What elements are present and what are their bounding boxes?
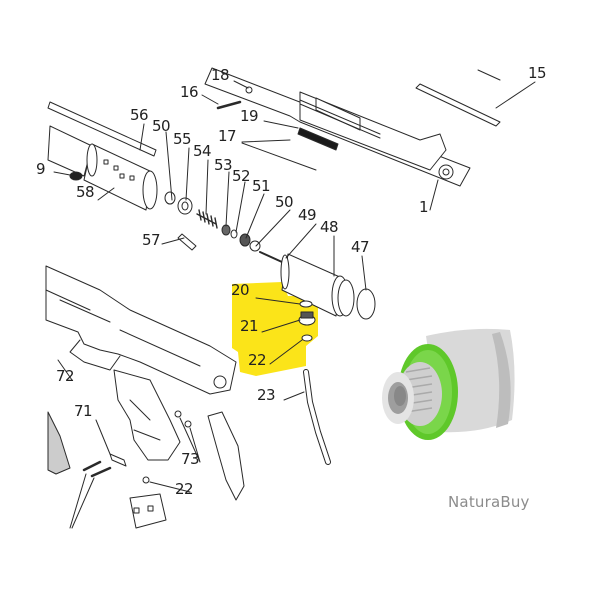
- callout-label-21: 21: [240, 317, 259, 335]
- rail-15: [415, 83, 501, 127]
- callout-label-55: 55: [173, 130, 192, 148]
- callout-label-17: 17: [218, 127, 237, 145]
- callout-label-56: 56: [130, 106, 149, 124]
- product-photo: [382, 328, 515, 440]
- callout-label-23: 23: [257, 386, 276, 404]
- highlight-region: [232, 282, 318, 376]
- callout-label-58: 58: [76, 183, 95, 201]
- callout-label-54: 54: [193, 142, 212, 160]
- callout-label-22: 22: [175, 480, 194, 498]
- callout-label-52: 52: [232, 167, 251, 185]
- callout-label-49: 49: [298, 206, 317, 224]
- callout-label-51: 51: [252, 177, 271, 195]
- callout-label-73: 73: [181, 450, 200, 468]
- callout-label-22: 22: [248, 351, 267, 369]
- callout-label-50: 50: [275, 193, 294, 211]
- callout-label-50: 50: [152, 117, 171, 135]
- callout-label-53: 53: [214, 156, 233, 174]
- callout-label-47: 47: [351, 238, 370, 256]
- callout-label-18: 18: [211, 66, 230, 84]
- callout-label-19: 19: [240, 107, 259, 125]
- cylinder-58: [47, 125, 93, 177]
- spring-54: [196, 209, 218, 229]
- grip-panel-right: [207, 411, 245, 501]
- callout-label-72: 72: [56, 367, 75, 385]
- callout-label-20: 20: [231, 281, 250, 299]
- watermark: NaturaBuy: [448, 493, 530, 511]
- callout-label-1: 1: [419, 198, 429, 216]
- callout-label-15: 15: [528, 64, 547, 82]
- callout-label-16: 16: [180, 83, 199, 101]
- grip: [113, 369, 181, 461]
- callout-label-57: 57: [142, 231, 161, 249]
- grip-panel-left: [47, 411, 71, 475]
- callout-label-48: 48: [320, 218, 339, 236]
- callout-label-9: 9: [36, 160, 46, 178]
- badge-19: [297, 127, 339, 151]
- callout-label-71: 71: [74, 402, 93, 420]
- rod-56: [47, 101, 157, 157]
- lower-frame: [45, 265, 237, 395]
